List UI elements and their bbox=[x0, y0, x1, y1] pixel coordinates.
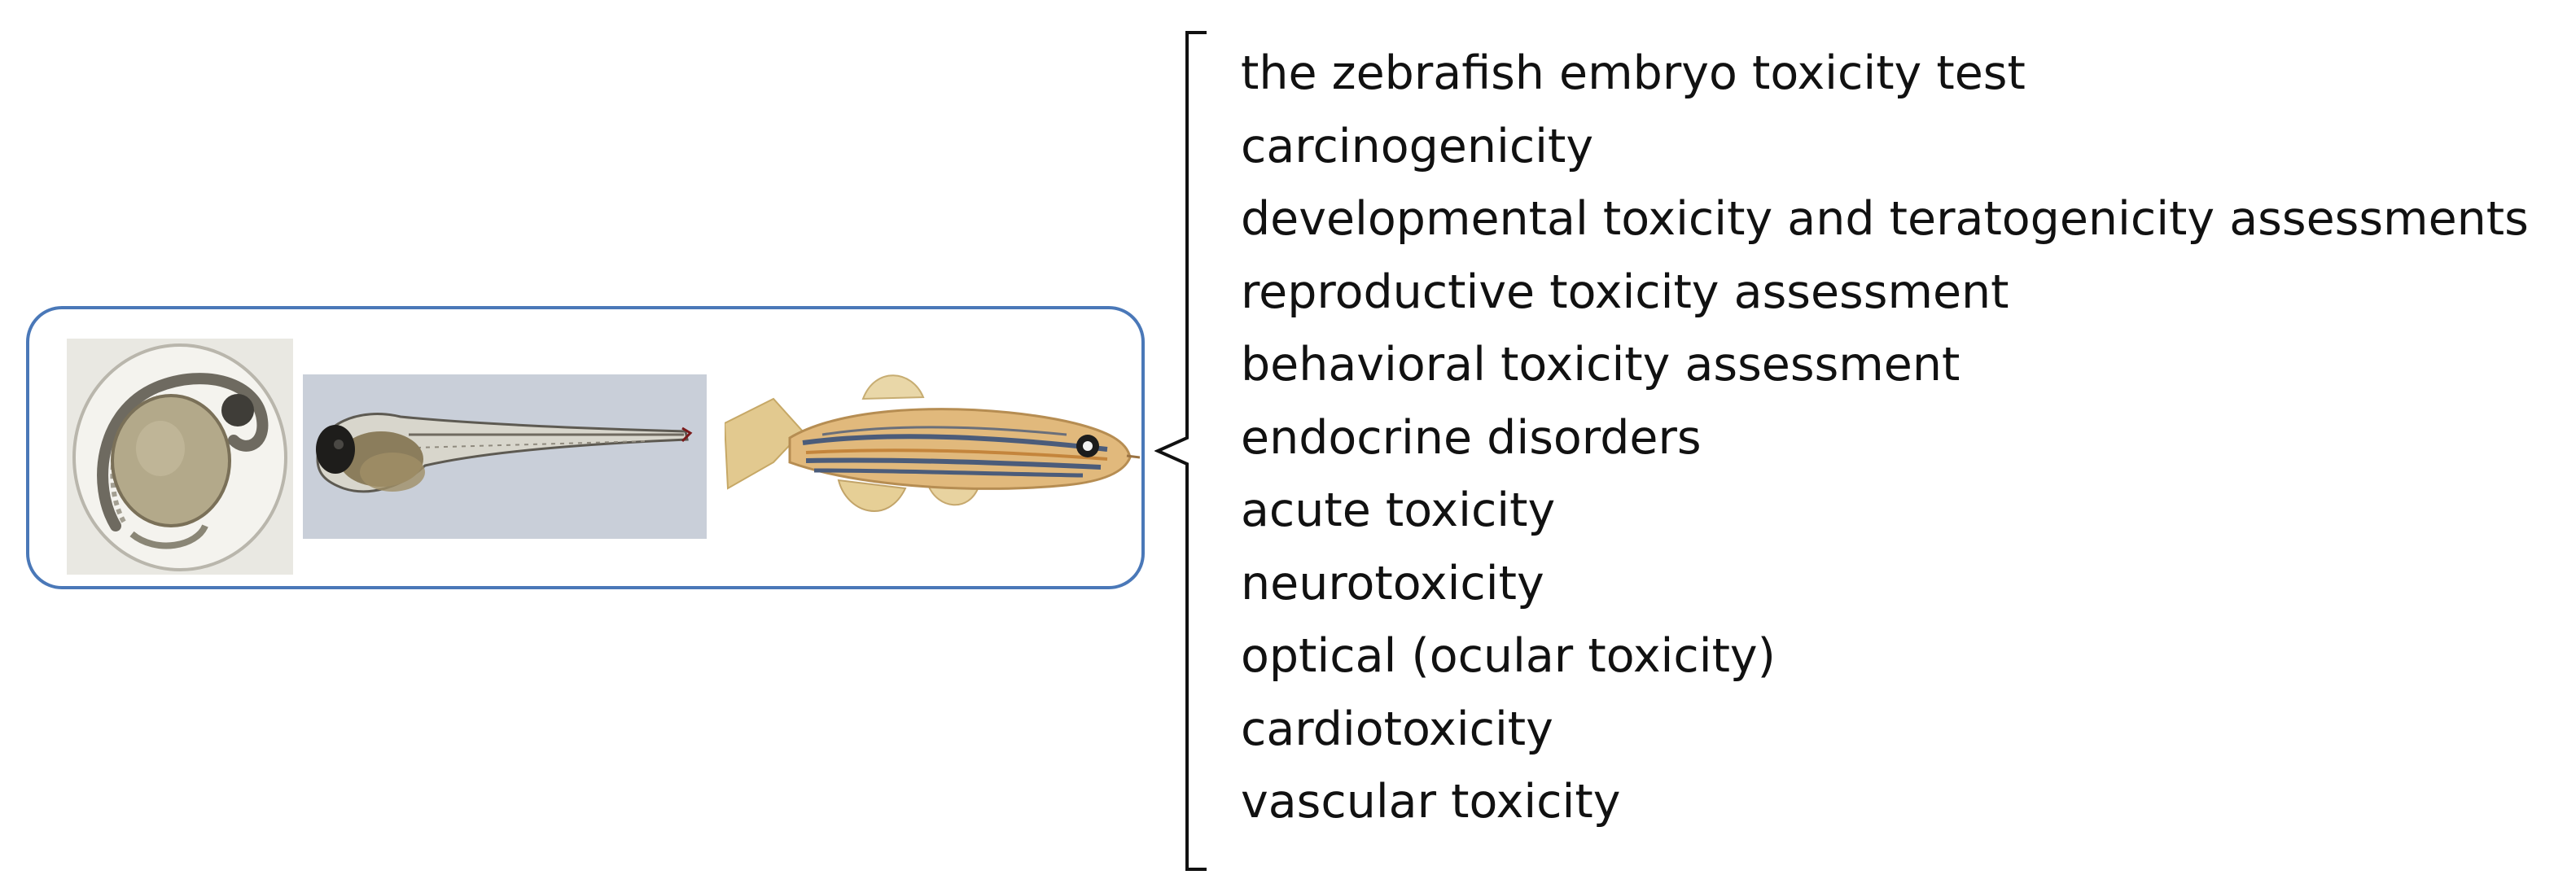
list-item: developmental toxicity and teratogenicit… bbox=[1241, 192, 2529, 246]
list-item: vascular toxicity bbox=[1241, 775, 1621, 829]
list-item: carcinogenicity bbox=[1241, 119, 1594, 173]
list-item: the zebrafish embryo toxicity test bbox=[1241, 46, 2026, 100]
list-item: endocrine disorders bbox=[1241, 410, 1702, 465]
list-item: reproductive toxicity assessment bbox=[1241, 265, 2009, 319]
list-item: optical (ocular toxicity) bbox=[1241, 629, 1776, 683]
zebrafish-embryo-icon bbox=[67, 339, 293, 575]
left-curly-bracket bbox=[1154, 29, 1220, 873]
zebrafish-stages-panel bbox=[26, 306, 1145, 589]
zebrafish-larva-icon bbox=[303, 374, 707, 539]
list-item: cardiotoxicity bbox=[1241, 702, 1553, 756]
list-item: behavioral toxicity assessment bbox=[1241, 338, 1960, 392]
adult-zebrafish-icon bbox=[725, 366, 1141, 537]
list-item: neurotoxicity bbox=[1241, 556, 1544, 610]
toxicity-assessment-list: the zebrafish embryo toxicity test carci… bbox=[1241, 37, 2529, 839]
list-item: acute toxicity bbox=[1241, 483, 1556, 537]
